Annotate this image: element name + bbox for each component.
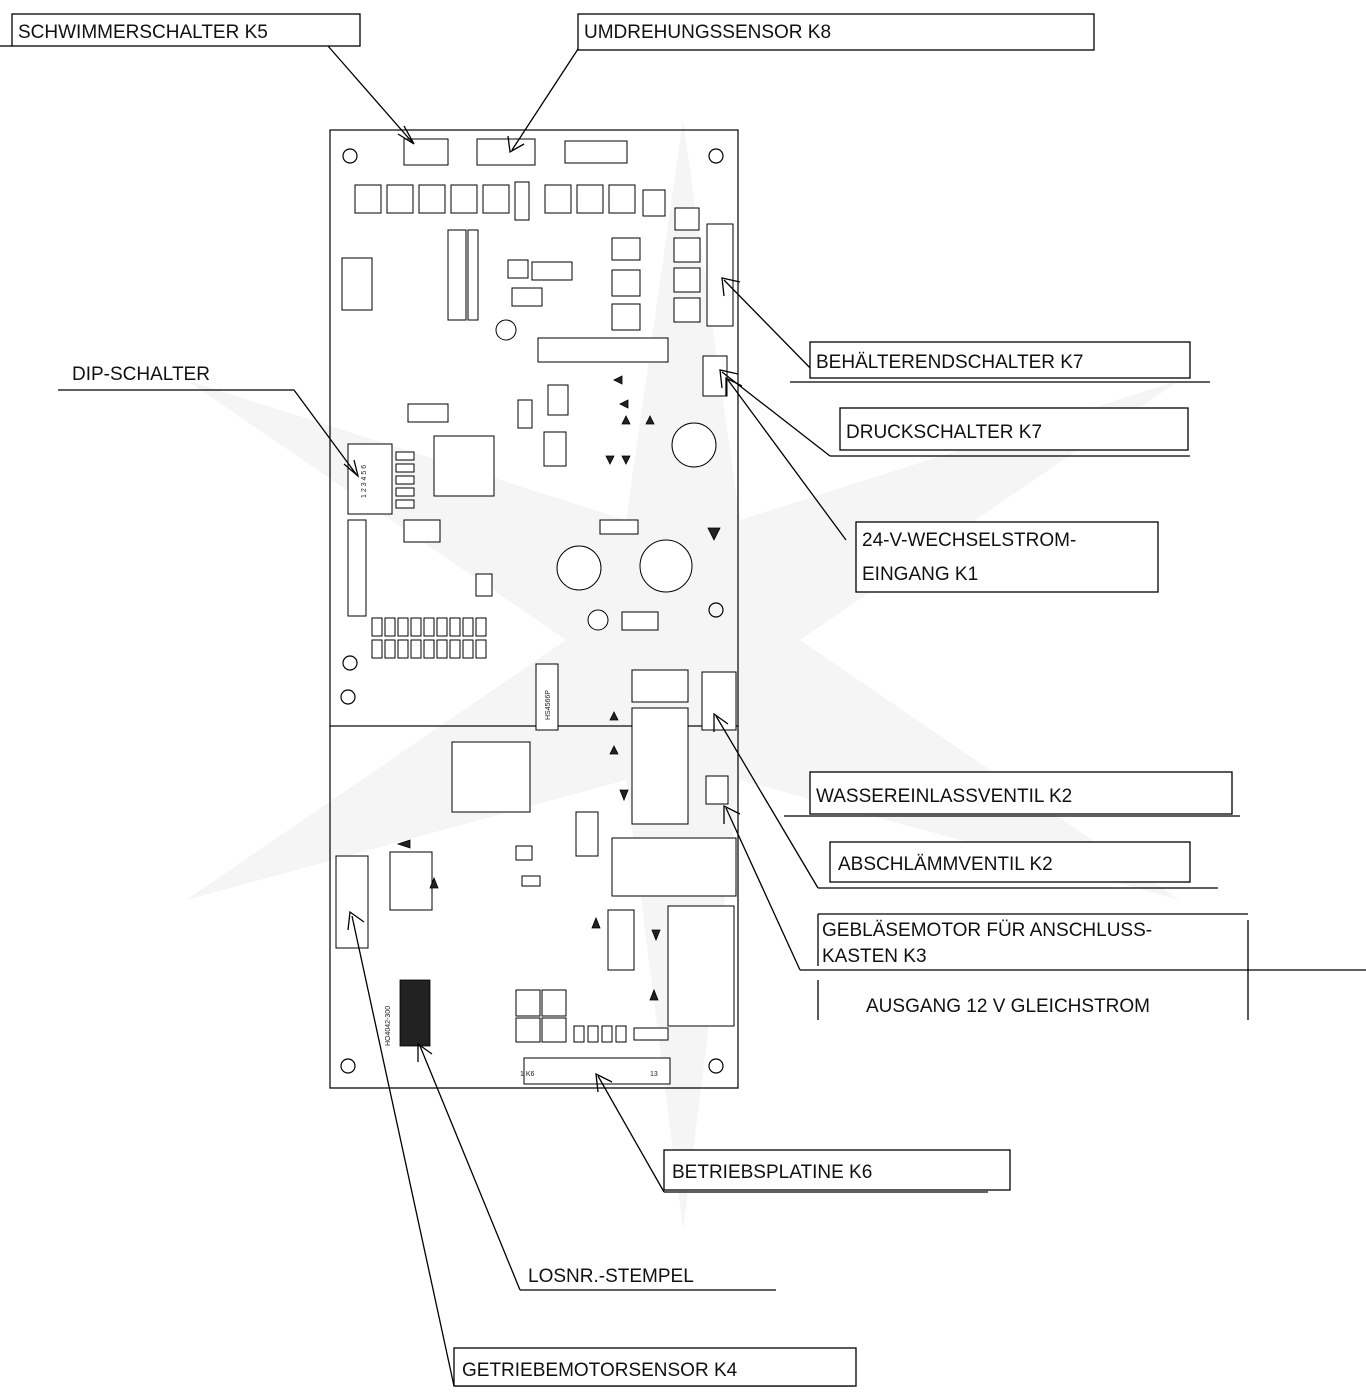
connector-k5	[403, 138, 449, 166]
circuit-board: 1 2 3 4 5 6	[329, 129, 739, 825]
ic-label: HS4566P	[545, 690, 552, 720]
dip-switch	[347, 443, 393, 515]
label-geblaesemotor: GEBLÄSEMOTOR FÜR ANSCHLUSS- KASTEN K3 AU…	[817, 913, 1248, 1017]
label-getriebemotorsensor-text: GETRIEBEMOTORSENSOR K4	[462, 1360, 738, 1381]
label-druckschalter-text: DRUCKSCHALTER K7	[846, 422, 1042, 443]
label-abschlaemmventil-text: ABSCHLÄMMVENTIL K2	[838, 854, 1053, 875]
label-betriebsplatine: BETRIEBSPLATINE K6	[663, 1149, 1011, 1191]
label-wassereinlassventil: WASSEREINLASSVENTIL K2	[809, 771, 1233, 815]
label-dip-schalter-text: DIP-SCHALTER	[72, 364, 210, 385]
circuit-board-lower: HO4042-300	[329, 711, 739, 1089]
label-ausgang-text: AUSGANG 12 V GLEICHSTROM	[866, 996, 1150, 1017]
connector-k7	[706, 223, 734, 327]
connector-k8	[476, 138, 536, 166]
leader-lines	[58, 45, 1366, 1387]
microcontroller	[433, 435, 495, 497]
label-wechselstrom: 24-V-WECHSELSTROM- EINGANG K1	[855, 521, 1159, 593]
label-behaelterendschalter: BEHÄLTERENDSCHALTER K7	[809, 341, 1191, 379]
dip-marking: 1 2 3 4 5 6	[361, 465, 368, 498]
label-druckschalter: DRUCKSCHALTER K7	[839, 407, 1189, 451]
label-wassereinlassventil-text: WASSEREINLASSVENTIL K2	[816, 786, 1072, 807]
label-umdrehungssensor-text: UMDREHUNGSSENSOR K8	[584, 22, 831, 43]
capacitor-c1	[671, 422, 717, 468]
part-number: HO4042-300	[385, 1006, 392, 1046]
label-abschlaemmventil: ABSCHLÄMMVENTIL K2	[829, 841, 1191, 883]
connector-k3	[705, 775, 729, 805]
connector-k6-marking: 1 K6	[520, 1071, 535, 1078]
label-getriebemotorsensor: GETRIEBEMOTORSENSOR K4	[453, 1347, 857, 1387]
label-betriebsplatine-text: BETRIEBSPLATINE K6	[672, 1162, 872, 1183]
label-losnr-stempel: LOSNR.-STEMPEL	[528, 1266, 694, 1287]
label-losnr-stempel-text: LOSNR.-STEMPEL	[528, 1266, 694, 1287]
label-umdrehungssensor: UMDREHUNGSSENSOR K8	[577, 13, 1095, 51]
lot-stamp	[399, 979, 431, 1047]
label-wechselstrom-line2: EINGANG K1	[862, 564, 978, 585]
label-schwimmerschalter: SCHWIMMERSCHALTER K5	[0, 13, 361, 47]
ic-chip	[535, 663, 559, 731]
label-geblaese-line1: GEBLÄSEMOTOR FÜR ANSCHLUSS-	[822, 920, 1152, 941]
label-wechselstrom-line1: 24-V-WECHSELSTROM-	[862, 530, 1076, 551]
label-schwimmerschalter-text: SCHWIMMERSCHALTER K5	[18, 22, 268, 43]
connector-k4	[335, 855, 369, 949]
connector-k1	[702, 355, 728, 397]
label-geblaese-line2: KASTEN K3	[822, 946, 927, 967]
label-behaelterendschalter-text: BEHÄLTERENDSCHALTER K7	[816, 352, 1083, 373]
connector-k6-pin: 13	[650, 1071, 658, 1078]
label-dip-schalter: DIP-SCHALTER	[72, 364, 210, 385]
